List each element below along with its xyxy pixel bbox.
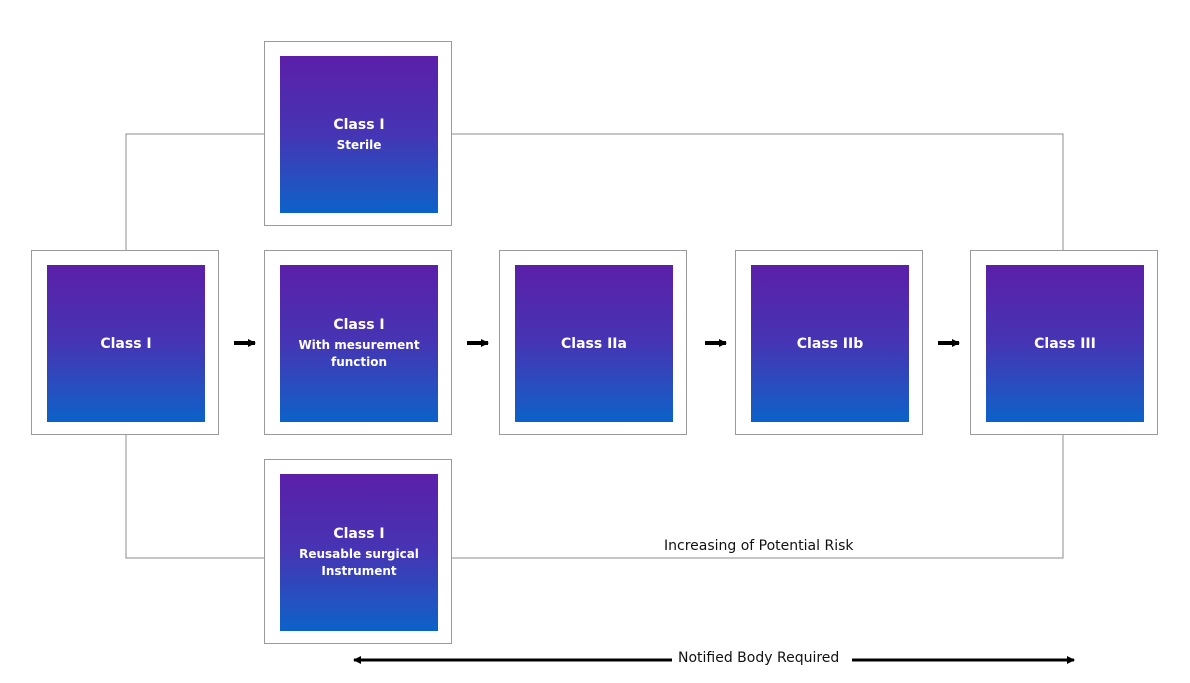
- notified-body-label: Notified Body Required: [676, 650, 842, 666]
- bottom-right-connector-line: [452, 435, 1064, 559]
- class-iia-title: Class IIa: [561, 335, 627, 352]
- node-class-iib: Class IIb: [735, 250, 923, 435]
- class-i-measurement-title: Class I: [333, 317, 385, 333]
- node-class-iii: Class III: [970, 250, 1158, 435]
- node-class-iia: Class IIa: [499, 250, 687, 435]
- class-i-sterile-title: Class I: [333, 116, 385, 133]
- class-iia-tile: Class IIa: [515, 265, 673, 422]
- bottom-connector-line: [125, 435, 264, 559]
- node-class-i-sterile: Class I Sterile: [264, 41, 452, 226]
- class-i-reusable-subtitle: Reusable surgical Instrument: [299, 547, 419, 578]
- class-i-measurement-tile: Class I With mesurement function: [280, 265, 438, 422]
- risk-label: Increasing of Potential Risk: [664, 538, 854, 554]
- class-i-tile: Class I: [47, 265, 205, 422]
- node-class-i: Class I: [31, 250, 219, 435]
- class-iib-title: Class IIb: [796, 335, 864, 352]
- node-class-i-reusable: Class I Reusable surgical Instrument: [264, 459, 452, 644]
- node-class-i-measurement: Class I With mesurement function: [264, 250, 452, 435]
- top-connector-line: [125, 133, 264, 250]
- class-i-reusable-tile: Class I Reusable surgical Instrument: [280, 474, 438, 631]
- class-iii-title: Class III: [1034, 335, 1096, 352]
- class-i-sterile-subtitle: Sterile: [336, 137, 382, 152]
- class-i-measurement-subtitle: With mesurement function: [298, 338, 420, 369]
- top-right-connector-line: [452, 133, 1064, 250]
- class-i-title: Class I: [100, 335, 152, 352]
- class-iii-tile: Class III: [986, 265, 1144, 422]
- class-i-sterile-tile: Class I Sterile: [280, 56, 438, 213]
- class-iib-tile: Class IIb: [751, 265, 909, 422]
- class-i-reusable-title: Class I: [333, 526, 385, 542]
